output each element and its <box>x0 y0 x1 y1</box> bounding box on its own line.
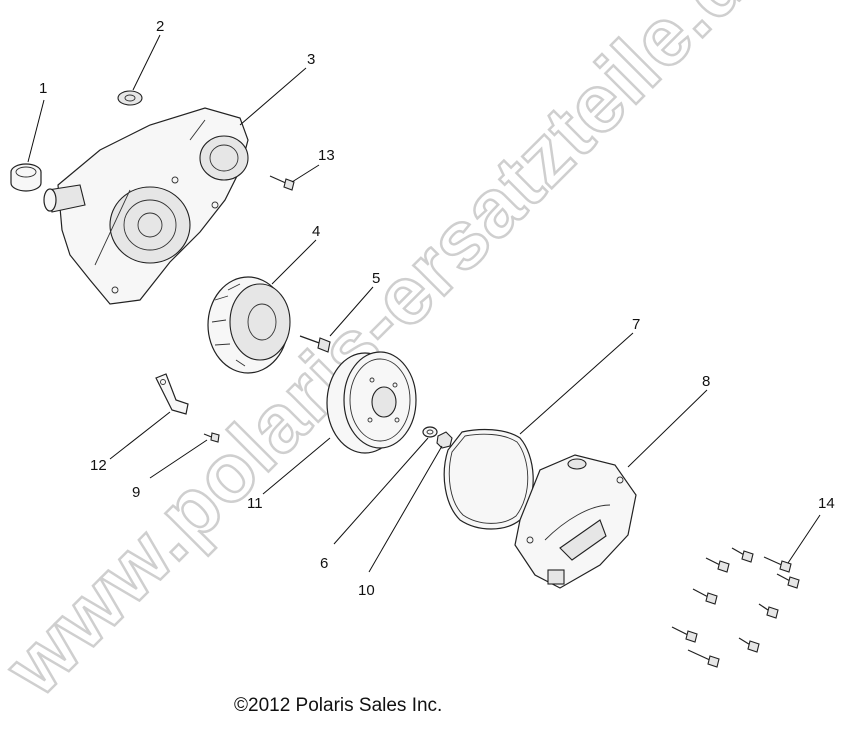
part-5-bolt <box>299 335 331 353</box>
part-7-gasket <box>443 428 534 530</box>
callout-5: 5 <box>372 270 380 287</box>
callout-3: 3 <box>307 51 315 68</box>
callout-14: 14 <box>818 495 835 512</box>
part-4-stator <box>207 276 291 374</box>
callout-9: 9 <box>132 484 140 501</box>
callout-12: 12 <box>90 457 107 474</box>
part-3-crankcase-housing <box>43 107 249 305</box>
callout-6: 6 <box>320 555 328 572</box>
part-1-seal <box>10 163 42 192</box>
callout-11: 11 <box>247 495 263 512</box>
part-12-bracket <box>155 373 189 415</box>
part-9-bolt <box>203 432 220 443</box>
part-6-washer <box>422 426 438 438</box>
part-8-stator-cover <box>514 454 637 589</box>
copyright-notice: ©2012 Polaris Sales Inc. <box>234 695 443 716</box>
callout-10: 10 <box>358 582 375 599</box>
part-10-nut <box>436 431 453 449</box>
callout-8: 8 <box>702 373 710 390</box>
watermark: www.polaris-ersatzteile.de <box>0 0 798 715</box>
callout-4: 4 <box>312 223 320 240</box>
callout-labels: 1 2 3 13 4 5 7 8 12 9 11 6 10 14 <box>39 18 835 599</box>
leader-lines <box>27 34 821 573</box>
callout-13: 13 <box>318 147 335 164</box>
watermark-text: www.polaris-ersatzteile.de <box>0 0 798 715</box>
part-13-bolt <box>269 175 295 191</box>
part-2-bearing <box>117 90 143 106</box>
callout-1: 1 <box>39 80 47 97</box>
part-11-flywheel <box>326 351 417 454</box>
callout-2: 2 <box>156 18 164 35</box>
callout-7: 7 <box>632 316 640 333</box>
part-14-bolts <box>671 547 800 668</box>
